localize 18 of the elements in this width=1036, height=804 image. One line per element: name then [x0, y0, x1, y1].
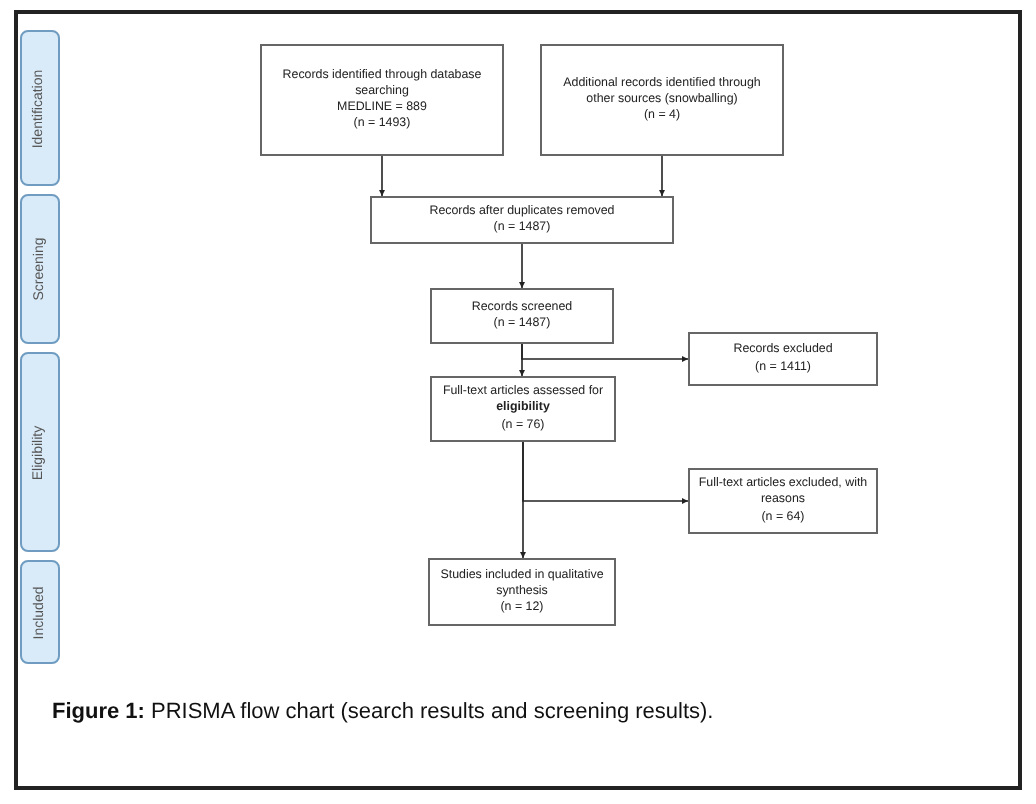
stage-band	[20, 560, 60, 664]
stage-band	[20, 352, 60, 552]
process-box	[370, 196, 674, 244]
process-box	[428, 558, 616, 626]
process-box	[540, 44, 784, 156]
arrow	[378, 155, 386, 197]
process-box	[260, 44, 504, 156]
arrow	[518, 243, 526, 289]
process-box	[430, 288, 614, 344]
arrow	[522, 441, 689, 505]
figure-caption: Figure 1: PRISMA flow chart (search results and screening results).	[52, 700, 714, 724]
stage-band	[20, 194, 60, 344]
arrow	[521, 343, 689, 363]
process-box	[688, 332, 878, 386]
stage-band	[20, 30, 60, 186]
process-box	[430, 376, 616, 442]
process-box	[688, 468, 878, 534]
arrow	[658, 155, 666, 197]
